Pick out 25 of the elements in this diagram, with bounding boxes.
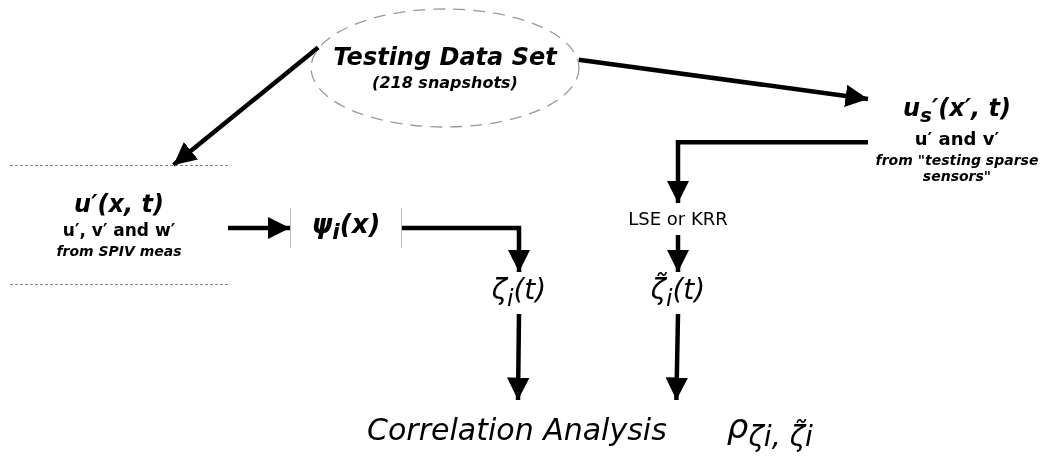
arrow bbox=[172, 45, 320, 167]
node-label: (218 snapshots) bbox=[372, 73, 518, 92]
node-label: Testing Data Set bbox=[333, 44, 557, 72]
arrow bbox=[666, 139, 868, 203]
node-label: from SPIV meas bbox=[56, 242, 182, 259]
math-node bbox=[290, 208, 402, 248]
math-label: ρ$_{ζi, ζ̃i}$ bbox=[726, 406, 813, 454]
node-label: Correlation Analysis bbox=[367, 412, 667, 448]
math-label: ζ̃$_{i}$(t) bbox=[650, 274, 706, 312]
arrow bbox=[665, 313, 689, 401]
dashed-ellipse bbox=[310, 8, 580, 128]
arrow bbox=[402, 225, 531, 272]
math-label: ψ$_{i}$(x) bbox=[311, 210, 381, 246]
arrow bbox=[666, 235, 690, 272]
node-label: u′ and v′ bbox=[914, 128, 1000, 150]
math-label: ζ$_{i}$(t) bbox=[491, 274, 547, 312]
arrow bbox=[228, 216, 290, 240]
node-label: from "testing sparse sensors" bbox=[874, 151, 1040, 184]
dashed-band-node bbox=[10, 165, 228, 285]
arrow bbox=[507, 313, 530, 401]
math-label: u$_{s}$′(x′, t) bbox=[903, 95, 1011, 127]
node-label: u′, v′ and w′ bbox=[62, 220, 176, 241]
arrow bbox=[578, 57, 869, 108]
node-label: LSE or KRR bbox=[628, 208, 728, 230]
math-label: u′(x, t) bbox=[74, 191, 164, 219]
